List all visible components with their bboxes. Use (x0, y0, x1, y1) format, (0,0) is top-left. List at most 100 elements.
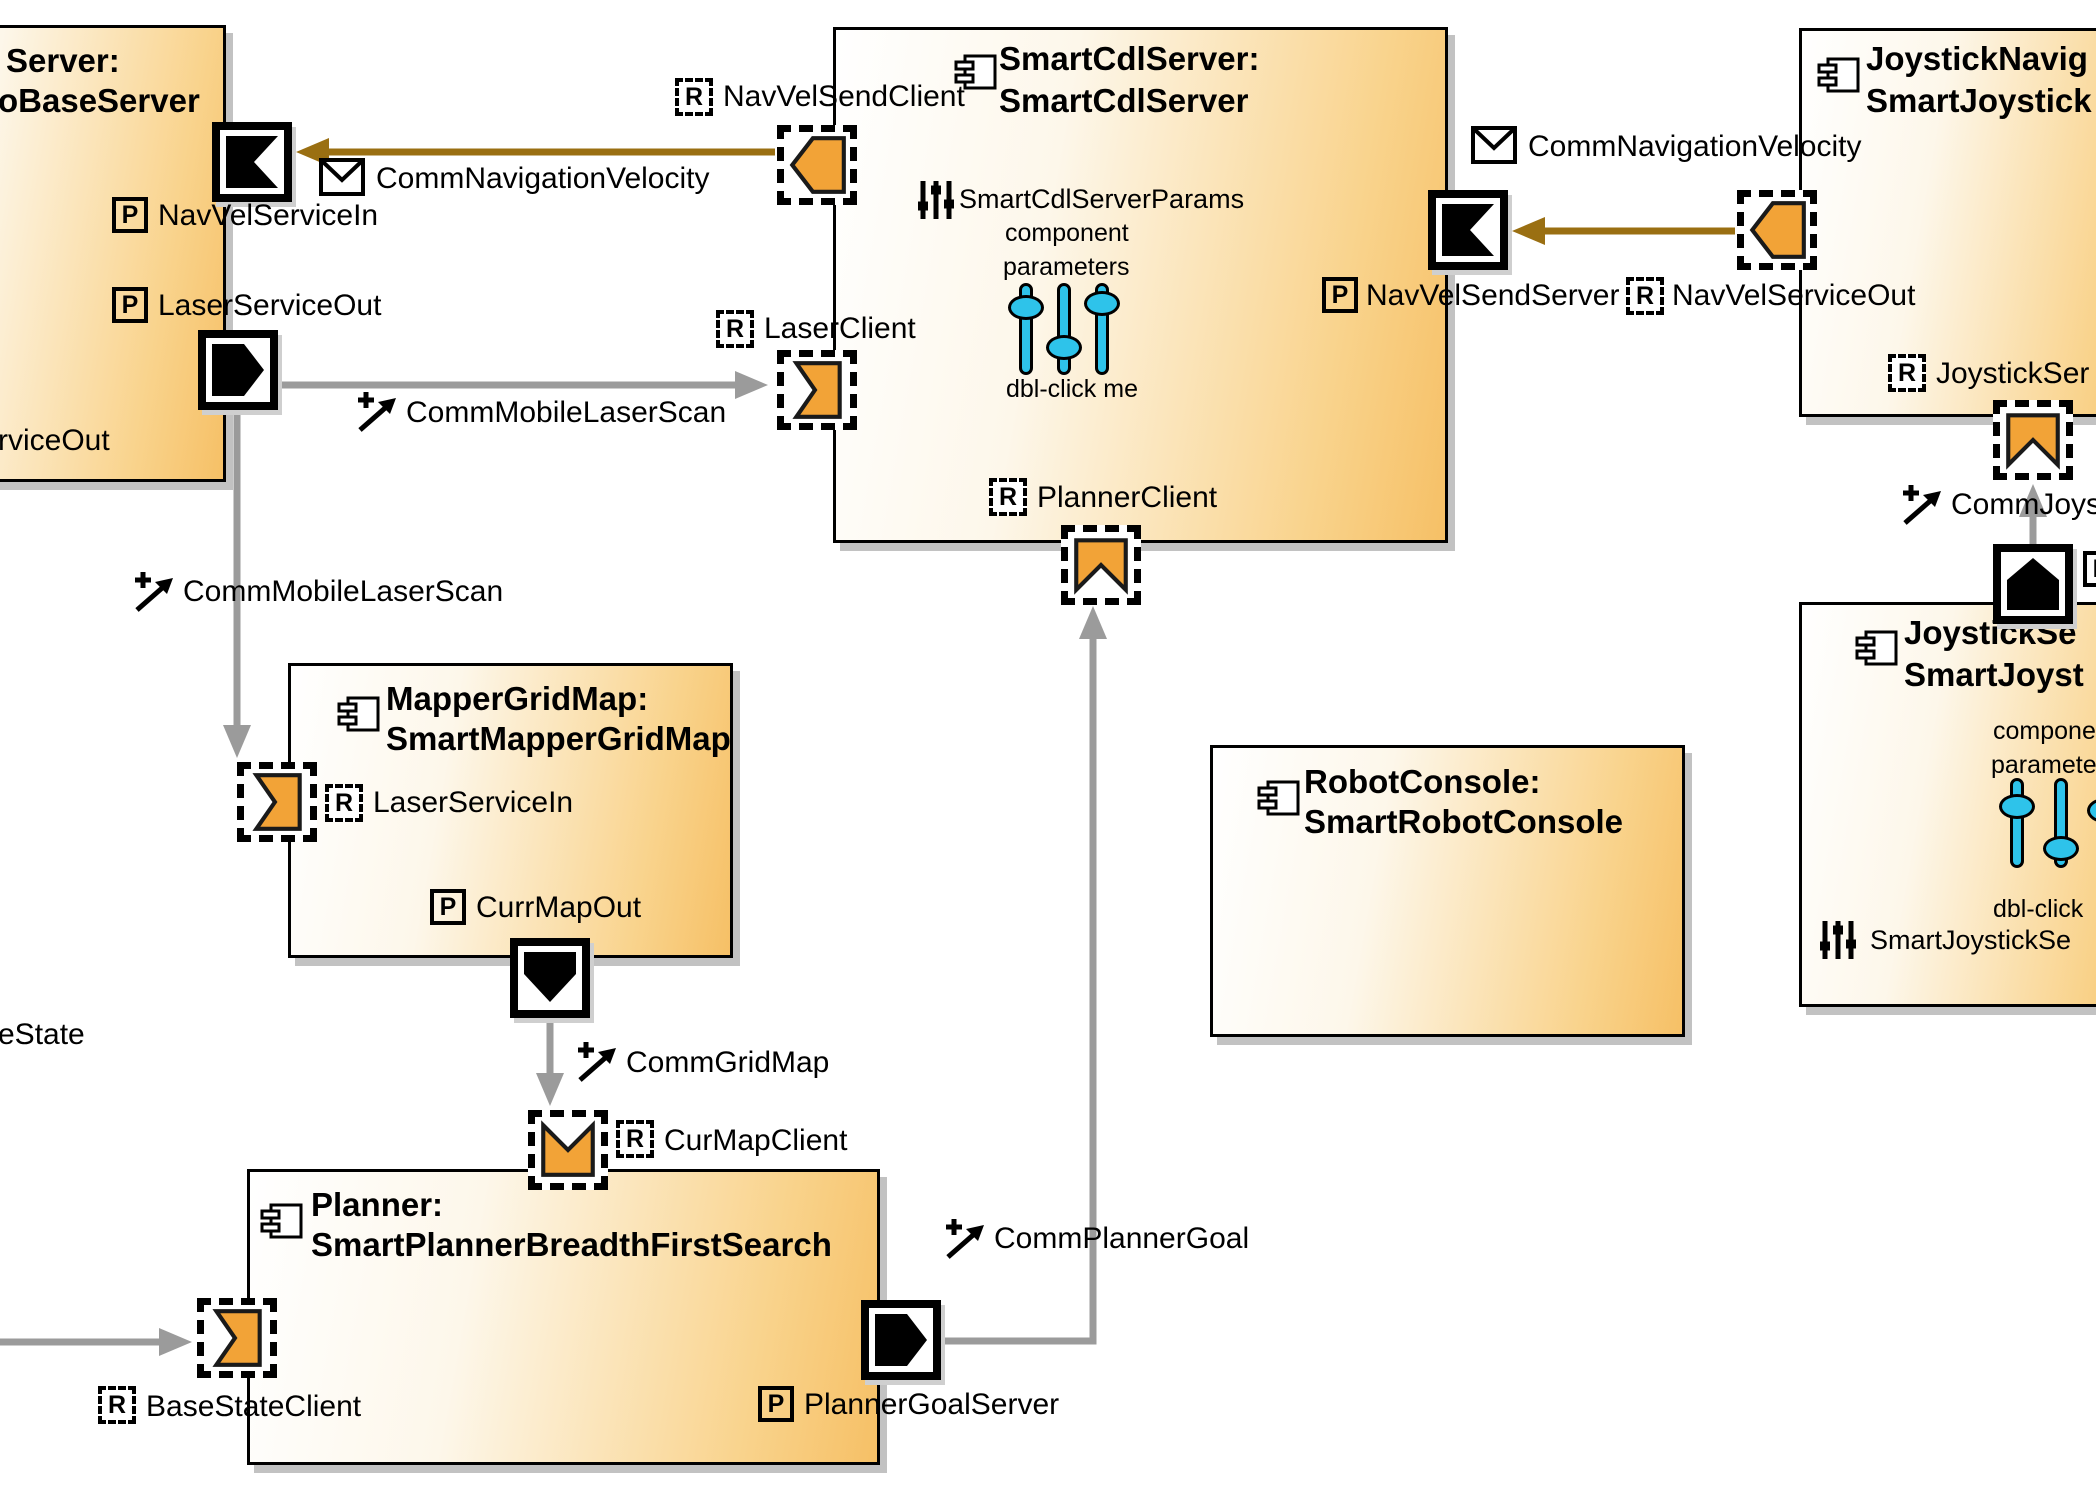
output-pentagon-right-icon (212, 344, 264, 396)
cdl-params-name: SmartCdlServerParams (959, 184, 1245, 214)
client-bookmark-icon (2006, 413, 2060, 470)
port-laser-service-out[interactable] (198, 330, 278, 410)
client-bookmark-icon (1074, 538, 1128, 595)
wire-comm-base-state[interactable] (0, 1328, 192, 1356)
joy-slider-knob[interactable] (2043, 836, 2079, 861)
send-server-flag-icon (1442, 204, 1494, 256)
client-notch-top-icon (541, 1120, 595, 1177)
port-curr-map-out[interactable] (510, 938, 590, 1018)
port-joystick-client-bookmark[interactable] (1993, 400, 2073, 480)
robot-base-title-line2: oBaseServer (0, 82, 200, 119)
client-pentagon-left-icon (789, 136, 846, 194)
p-letter: P (2093, 555, 2096, 584)
wire-comm-mobile-laser-scan-top[interactable] (282, 371, 768, 399)
component-icon (1257, 780, 1300, 816)
port-cur-map-client[interactable] (528, 1110, 608, 1190)
port-nav-vel-send-server[interactable] (1428, 190, 1508, 270)
joy-server-title-line2: SmartJoyst (1904, 656, 2084, 693)
port-nav-vel-send-client[interactable] (777, 125, 857, 205)
label-comm-navigation-velocity-left: CommNavigationVelocity (376, 162, 710, 195)
parameter-port-icon: P (430, 889, 466, 925)
label-laser-service-out: LaserServiceOut (158, 289, 382, 322)
send-server-flag-icon (226, 136, 278, 188)
send-annotation-icon (1903, 485, 1941, 525)
component-smart-cdl-server[interactable] (833, 27, 1448, 543)
r-letter: R (625, 1124, 645, 1153)
client-notch-left-icon (252, 773, 302, 831)
required-port-icon: R (616, 1120, 654, 1158)
joy-slider-knob[interactable] (1999, 794, 2035, 819)
cdl-title-line2: SmartCdlServer (999, 82, 1249, 119)
port-nav-vel-service-out[interactable] (1737, 190, 1817, 270)
cdl-slider-knob[interactable] (1008, 295, 1044, 320)
client-notch-left-icon (212, 1309, 262, 1367)
port-nav-vel-send-flag[interactable] (212, 122, 292, 202)
robot-base-title-line1: Server: (6, 42, 120, 79)
component-icon (337, 696, 380, 732)
p-letter: P (439, 892, 457, 921)
required-port-icon: R (325, 784, 363, 822)
client-pentagon-left-icon (1749, 201, 1806, 259)
send-annotation-icon (946, 1219, 984, 1259)
required-port-icon: R (1626, 277, 1664, 315)
label-nav-vel-service-out: NavVelServiceOut (1672, 279, 1916, 312)
envelope-icon (1471, 126, 1517, 164)
label-cur-map-client: CurMapClient (664, 1124, 848, 1157)
r-letter: R (334, 788, 354, 817)
label-joystick-ser: JoystickSer (1936, 357, 2090, 390)
cdl-slider-knob[interactable] (1084, 291, 1120, 316)
console-title-line2: SmartRobotConsole (1304, 803, 1624, 840)
joy-params-name: SmartJoystickSe (1870, 925, 2072, 955)
port-laser-client[interactable] (777, 350, 857, 430)
label-curr-map-out: CurrMapOut (476, 891, 642, 924)
parameter-port-icon: P (112, 287, 148, 323)
label-planner-client: PlannerClient (1037, 481, 1218, 514)
required-port-icon: R (989, 478, 1027, 516)
port-planner-client[interactable] (1061, 525, 1141, 605)
wire-comm-joystick[interactable] (2019, 484, 2047, 544)
wire-comm-mobile-laser-scan-mid[interactable] (223, 410, 251, 758)
wire-comm-grid-map[interactable] (536, 1018, 564, 1106)
wire-comm-planner-goal[interactable] (941, 606, 1107, 1345)
required-port-icon: R (98, 1386, 136, 1424)
joy-nav-title-line2: SmartJoystick (1866, 82, 2092, 119)
port-joystick-service-out[interactable] (1993, 544, 2073, 624)
output-pentagon-down-icon (524, 952, 576, 1002)
wire-comm-navigation-velocity-right[interactable] (1512, 217, 1735, 245)
port-planner-goal-server[interactable] (861, 1300, 941, 1380)
planner-title-line2: SmartPlannerBreadthFirstSearch (311, 1226, 832, 1263)
port-base-state-client[interactable] (197, 1298, 277, 1378)
label-comm-planner-goal: CommPlannerGoal (994, 1222, 1250, 1255)
parameter-port-icon: P (112, 197, 148, 233)
label-nav-vel-send-client: NavVelSendClient (723, 80, 965, 113)
required-port-icon: R (1888, 354, 1926, 392)
joy-params-hint[interactable]: dbl-click (1993, 895, 2084, 923)
label-comm-joystick: CommJoys (1951, 488, 2096, 521)
r-letter: R (1897, 358, 1917, 387)
cdl-slider-knob[interactable] (1046, 335, 1082, 360)
parameter-port-icon: P (2083, 551, 2096, 587)
parameter-sliders-icon (918, 181, 954, 219)
parameter-port-icon: P (758, 1386, 794, 1422)
cdl-params-hint[interactable]: dbl-click me (1006, 375, 1138, 403)
r-letter: R (1635, 281, 1655, 310)
output-pentagon-right-icon (875, 1314, 927, 1366)
r-letter: R (684, 82, 704, 111)
component-icon (954, 54, 997, 90)
component-robot-base-server[interactable] (0, 25, 226, 482)
parameter-port-icon: P (1322, 277, 1358, 313)
r-letter: R (107, 1390, 127, 1419)
cdl-params-caption-line1: component (1005, 219, 1129, 247)
label-comm-mobile-laser-scan-mid: CommMobileLaserScan (183, 575, 504, 608)
console-title-line1: RobotConsole: (1304, 763, 1541, 800)
r-letter: R (725, 314, 745, 343)
p-letter: P (121, 200, 139, 229)
parameter-sliders-icon (1820, 921, 1856, 959)
p-letter: P (1331, 280, 1349, 309)
port-laser-service-in[interactable] (237, 762, 317, 842)
component-joystick-navigation[interactable] (1799, 28, 2096, 417)
mapper-title-line2: SmartMapperGridMap (386, 720, 731, 757)
label-nav-vel-send-server: NavVelSendServer (1366, 279, 1620, 312)
component-planner[interactable] (247, 1169, 880, 1465)
